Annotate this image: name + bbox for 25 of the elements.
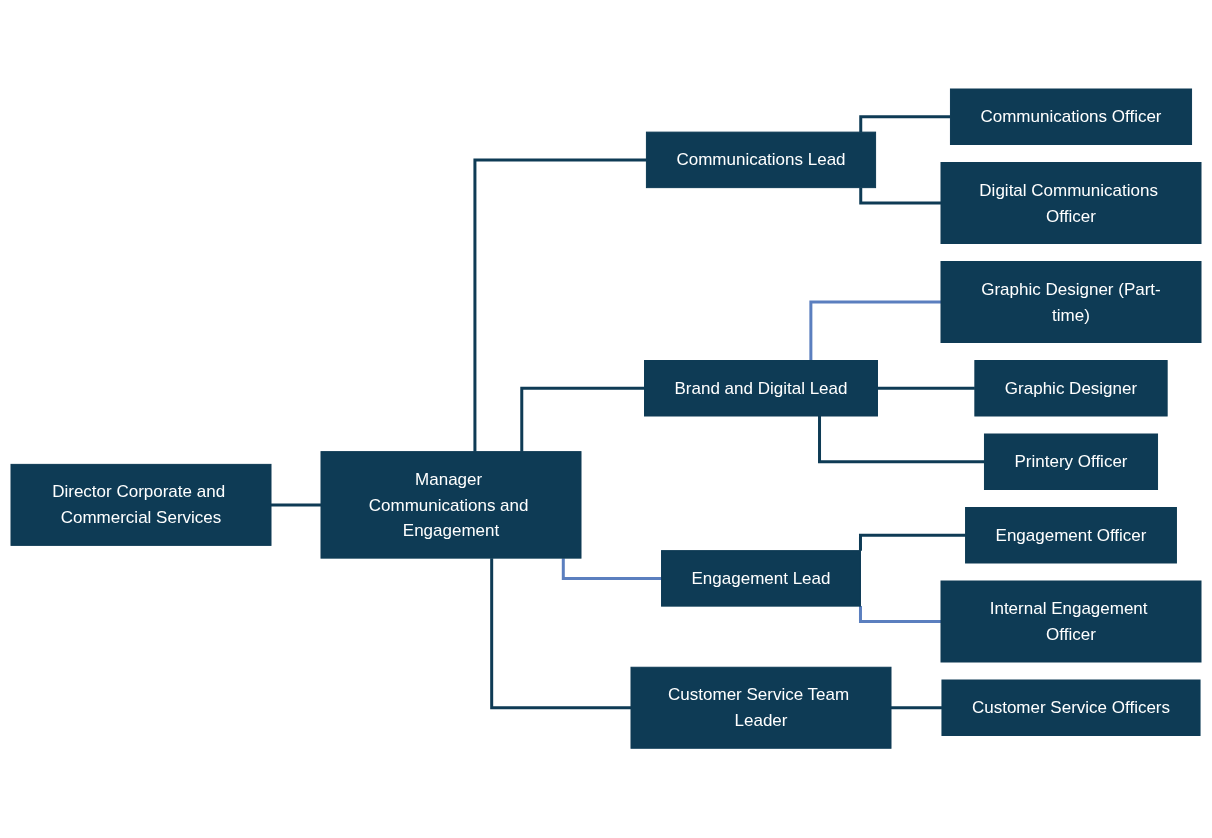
node-box: Engagement Lead xyxy=(661,550,861,607)
connector xyxy=(473,158,647,452)
node-box: Customer Service Officers xyxy=(941,679,1201,737)
node-box: Internal Engagement Officer xyxy=(940,580,1202,663)
node-box: Graphic Designer xyxy=(974,360,1168,417)
connector xyxy=(859,115,951,133)
node-box: Engagement Officer xyxy=(965,507,1177,564)
connector xyxy=(859,188,941,205)
connector xyxy=(520,387,645,452)
node-box: Digital Communications Officer xyxy=(940,162,1202,245)
connector xyxy=(561,558,662,581)
node-box: Communications Officer xyxy=(949,88,1193,146)
connector xyxy=(859,534,966,552)
node-box: Graphic Designer (Part-time) xyxy=(940,261,1202,344)
node-box: Printery Officer xyxy=(983,433,1159,491)
connector xyxy=(876,387,975,391)
node-box: Brand and Digital Lead xyxy=(644,360,878,417)
node-box: Director Corporate and Commercial Services xyxy=(10,464,272,547)
connector xyxy=(490,558,631,710)
connector xyxy=(809,300,941,361)
connector xyxy=(818,416,985,464)
node-box: Communications Lead xyxy=(645,132,877,189)
node-box: Manager Communications and Engagement xyxy=(320,451,582,559)
node-box: Customer Service Team Leader xyxy=(630,667,892,750)
connector xyxy=(859,606,941,624)
